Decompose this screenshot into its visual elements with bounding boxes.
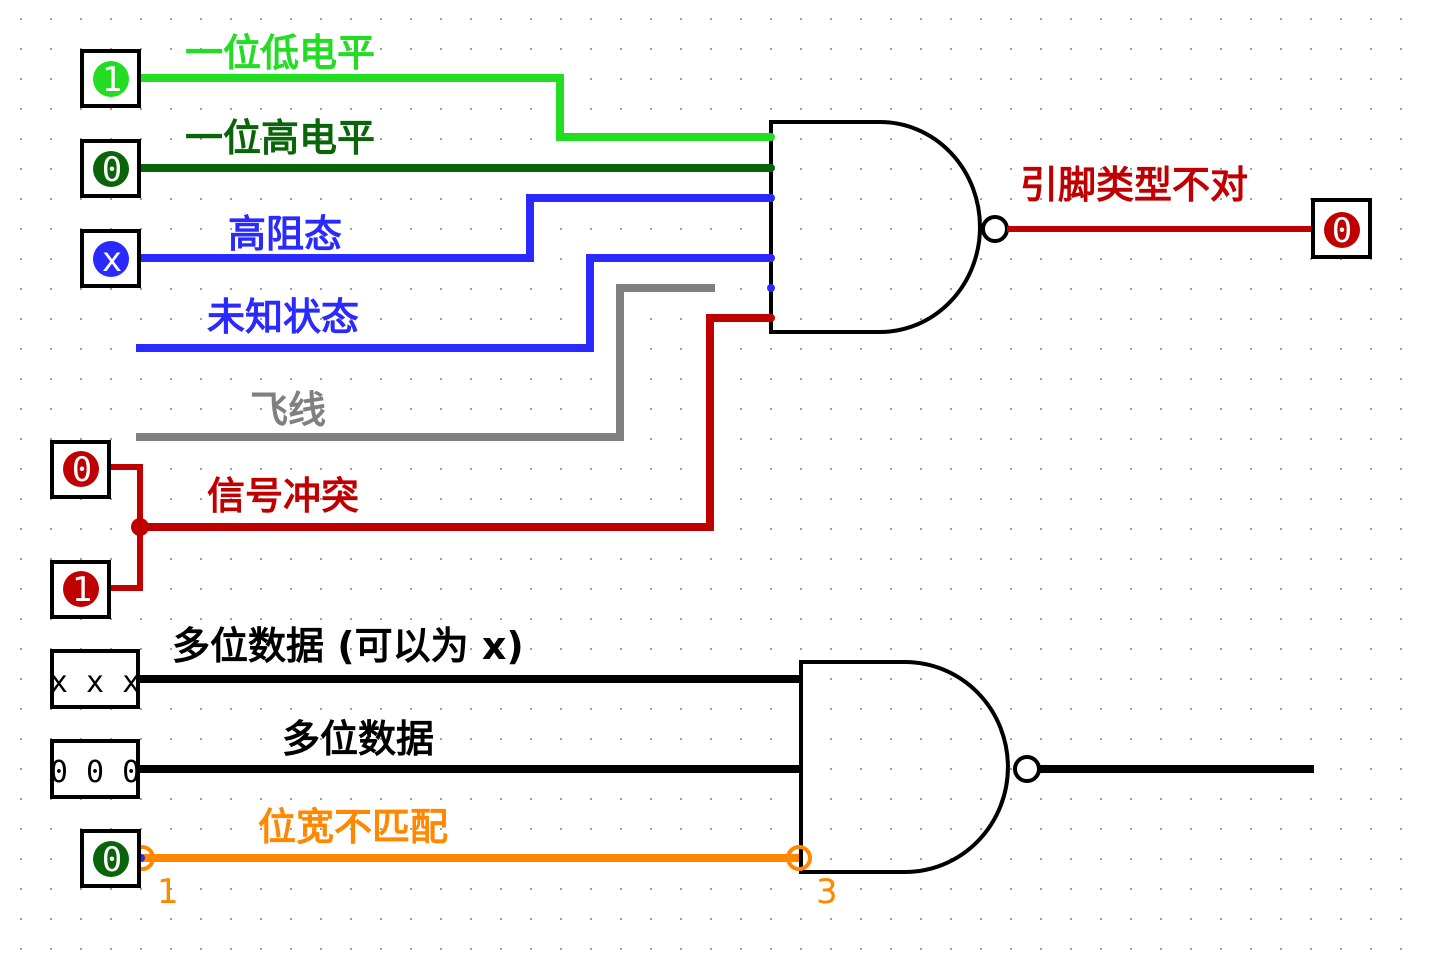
input-pin-high[interactable]: 0 xyxy=(80,139,141,198)
bit-width-source: 1 xyxy=(157,872,179,912)
nand-gate-2[interactable] xyxy=(799,660,1010,874)
nand-gate-1-bubble xyxy=(981,215,1009,243)
gate-input-dot xyxy=(767,133,775,141)
nand-gate-1[interactable] xyxy=(769,120,982,334)
input-pin-high-value: 0 xyxy=(102,150,122,190)
width-mismatch-end-destination xyxy=(786,845,812,871)
wire-high-z[interactable] xyxy=(136,194,771,262)
label-unknown: 未知状态 xyxy=(207,295,359,339)
wire-floating[interactable] xyxy=(136,284,715,441)
label-high-z: 高阻态 xyxy=(228,212,342,256)
gate-input-dot xyxy=(767,314,775,322)
wire-conflict[interactable] xyxy=(140,314,771,531)
output-pin-wrong-type[interactable]: 0 xyxy=(1311,198,1372,259)
bit-width-destination: 3 xyxy=(816,872,838,912)
input-pin-conflict-a-value: 0 xyxy=(72,450,92,490)
label-low-level: 一位低电平 xyxy=(185,31,375,75)
nand-gate-2-bubble xyxy=(1013,755,1041,783)
input-pin-low-value: 1 xyxy=(102,60,122,100)
input-pin-multi-0-value: 0 0 0 xyxy=(50,755,140,790)
input-pin-conflict-b-value: 1 xyxy=(72,570,92,610)
label-conflict: 信号冲突 xyxy=(207,474,359,518)
input-pin-narrow[interactable]: 0 xyxy=(80,829,141,888)
input-pin-narrow-value: 0 xyxy=(102,840,122,880)
label-pin-type-wrong: 引脚类型不对 xyxy=(1020,163,1248,207)
input-pin-conflict-b[interactable]: 1 xyxy=(50,560,111,619)
gate-input-dot xyxy=(767,194,775,202)
gate-input-dot xyxy=(767,164,775,172)
gate-input-dot xyxy=(767,254,775,262)
label-high-level: 一位高电平 xyxy=(185,116,375,160)
label-multi-bit-x: 多位数据 (可以为 x) xyxy=(172,624,524,668)
input-pin-high-z[interactable]: x xyxy=(80,229,141,288)
label-multi-bit: 多位数据 xyxy=(282,717,434,761)
input-pin-low[interactable]: 1 xyxy=(80,49,141,108)
label-floating: 飞线 xyxy=(250,388,326,432)
gate-input-dot xyxy=(767,284,775,292)
input-pin-multi-x[interactable]: x x x xyxy=(50,649,140,709)
output-pin-wrong-type-value: 0 xyxy=(1332,211,1352,251)
input-pin-multi-0[interactable]: 0 0 0 xyxy=(50,739,140,799)
input-pin-multi-x-value: x x x xyxy=(50,665,140,700)
input-pin-conflict-a[interactable]: 0 xyxy=(50,440,111,499)
input-pin-high-z-value: x xyxy=(102,240,122,280)
wire-junction xyxy=(131,518,149,536)
label-width-mismatch: 位宽不匹配 xyxy=(258,805,448,849)
wire-low-level[interactable] xyxy=(136,74,771,141)
wire-unknown[interactable] xyxy=(136,254,771,352)
